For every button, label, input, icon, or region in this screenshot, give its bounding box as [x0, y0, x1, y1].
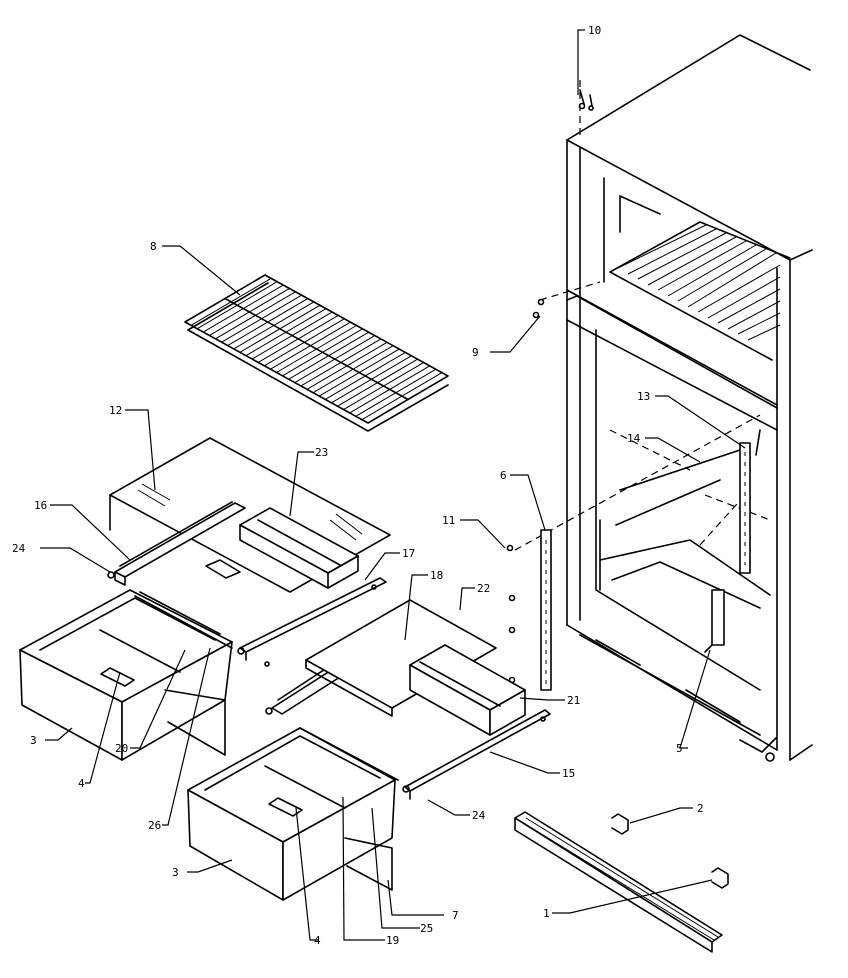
- callout-19: 19: [386, 934, 399, 947]
- callout-6: 6: [500, 469, 507, 482]
- callout-15: 15: [562, 767, 575, 780]
- callout-3-lower: 3: [172, 866, 179, 879]
- callout-9: 9: [472, 346, 479, 359]
- callout-3-upper: 3: [30, 734, 37, 747]
- rail-part-15: [402, 709, 551, 800]
- callout-5: 5: [676, 742, 683, 755]
- callout-14: 14: [627, 432, 641, 445]
- callout-4-lower: 4: [314, 934, 321, 947]
- shelf-center-bar: [224, 297, 409, 401]
- callout-7: 7: [452, 909, 459, 922]
- callout-labels: 10 8 9 12 13 14 23 6 16 11 24 17 18 22 2…: [12, 24, 704, 947]
- callout-16: 16: [34, 499, 47, 512]
- clip-part-2: [611, 813, 729, 889]
- callout-12: 12: [109, 404, 122, 417]
- rail-part-17: [237, 577, 387, 667]
- screws-part-10: [578, 89, 594, 111]
- leader-lines: [40, 29, 746, 941]
- crisper-cover-frame-part-21: [409, 644, 526, 736]
- callout-24-lower: 24: [472, 809, 486, 822]
- freezer-grill: [617, 224, 781, 341]
- callout-21: 21: [567, 694, 580, 707]
- callout-23: 23: [315, 446, 328, 459]
- callout-25: 25: [420, 922, 433, 935]
- bracket-part-5: [704, 589, 725, 653]
- crisper-drawer-upper-part-3: [19, 589, 233, 761]
- rail-part-16: [107, 501, 246, 586]
- shelf-ladder-part-6: [540, 529, 552, 691]
- callout-24-upper: 24: [12, 542, 26, 555]
- callout-11: 11: [442, 514, 455, 527]
- callout-8: 8: [150, 240, 157, 253]
- callout-1: 1: [543, 907, 550, 920]
- wire-shelf-part-8: [184, 274, 449, 432]
- callout-4-upper: 4: [78, 777, 85, 790]
- crisper-cover-frame-part-23: [205, 507, 359, 589]
- callout-18: 18: [430, 569, 443, 582]
- callout-26: 26: [148, 819, 161, 832]
- screws-part-9: [532, 298, 545, 319]
- callout-17: 17: [402, 547, 415, 560]
- shelf-ladder-part-13: [739, 442, 751, 574]
- screws-part-11: [506, 544, 516, 684]
- bracket-part-22: [305, 599, 497, 717]
- callout-22: 22: [477, 582, 490, 595]
- toe-grille-part-1: [514, 811, 723, 953]
- callout-20: 20: [115, 742, 128, 755]
- callout-2: 2: [697, 802, 704, 815]
- refrigerator-cabinet: [514, 34, 813, 762]
- callout-13: 13: [637, 390, 650, 403]
- callout-10: 10: [588, 24, 601, 37]
- crisper-drawer-lower-part-3: [187, 727, 399, 901]
